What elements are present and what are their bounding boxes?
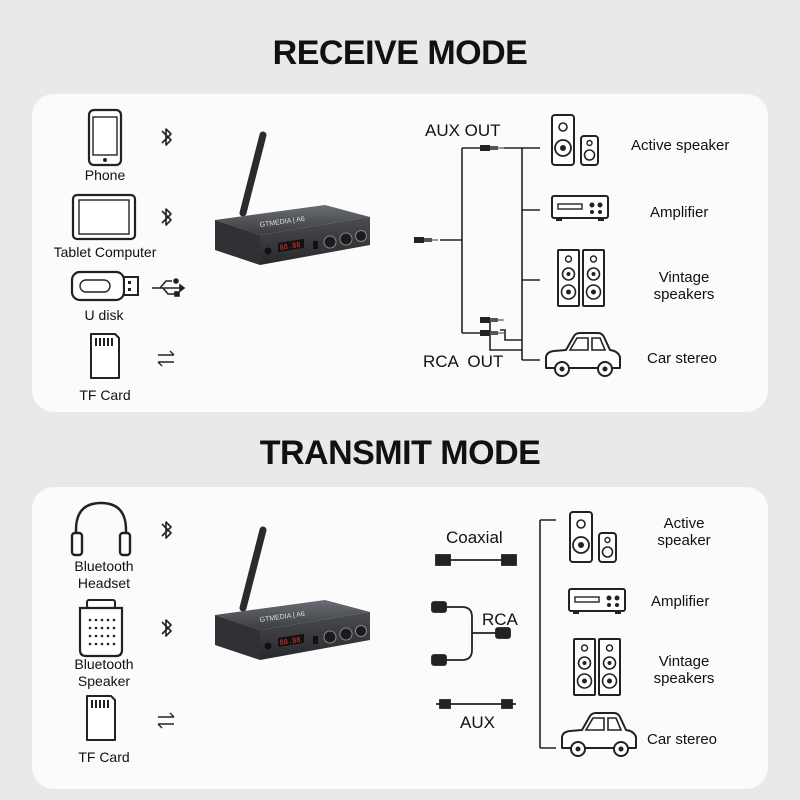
output-label-active-speaker: Active speaker xyxy=(657,515,711,549)
aux-out-label: AUX OUT xyxy=(425,121,501,140)
rca-cable xyxy=(431,601,511,666)
amplifier-icon xyxy=(551,195,609,222)
transmit-mode-panel xyxy=(32,487,768,789)
phone-icon xyxy=(87,108,123,167)
amplifier-icon xyxy=(568,588,626,615)
car-icon xyxy=(545,332,621,377)
source-label-phone: Phone xyxy=(84,167,126,183)
receive-mode-title: RECEIVE MODE xyxy=(272,34,528,72)
plug-icon xyxy=(480,145,504,151)
transmit-mode-title: TRANSMIT MODE xyxy=(259,434,541,472)
source-label-tablet: Tablet Computer xyxy=(53,244,157,260)
vintage-speakers-icon xyxy=(558,250,604,306)
tf-card-icon xyxy=(86,695,116,741)
plug-icon xyxy=(480,317,504,323)
active-speaker-icon xyxy=(551,114,599,166)
output-label-vintage-speakers: Vintage speakers xyxy=(653,269,715,303)
plug-icon xyxy=(480,330,504,336)
vintage-speakers-icon xyxy=(574,639,620,695)
bluetooth-icon xyxy=(161,521,172,539)
output-label-amplifier: Amplifier xyxy=(650,204,709,221)
rca-label: RCA xyxy=(482,610,518,629)
output-label-car-stereo: Car stereo xyxy=(647,731,718,748)
tablet-icon xyxy=(71,193,137,241)
coaxial-cable xyxy=(435,554,517,566)
bluetooth-icon xyxy=(161,128,172,146)
source-label-tfcard: TF Card xyxy=(79,387,131,403)
receive-mode-panel xyxy=(32,94,768,412)
tf-card-icon xyxy=(90,333,120,379)
output-label-car-stereo: Car stereo xyxy=(647,350,718,367)
output-label-active-speaker: Active speaker xyxy=(631,137,730,154)
source-label-udisk: U disk xyxy=(84,307,124,323)
source-label-tfcard: TF Card xyxy=(78,749,130,765)
usb-icon xyxy=(152,278,186,297)
usb-disk-icon xyxy=(70,270,139,302)
aux-cable xyxy=(436,699,516,709)
arrows-icon xyxy=(157,350,175,367)
output-label-amplifier: Amplifier xyxy=(651,593,710,610)
output-bus-line xyxy=(521,147,540,361)
aux-label: AUX xyxy=(460,713,495,732)
bluetooth-icon xyxy=(161,208,172,226)
active-speaker-icon xyxy=(569,511,617,563)
output-bus-line xyxy=(539,519,556,749)
plug-icon xyxy=(414,237,438,243)
coaxial-label: Coaxial xyxy=(446,528,503,547)
headphones-icon xyxy=(70,501,132,557)
source-label-bluetooth-headset: Bluetooth Headset xyxy=(74,558,134,591)
rca-out-label: RCA OUT xyxy=(423,352,504,371)
bluetooth-icon xyxy=(161,619,172,637)
device-image xyxy=(215,530,370,660)
output-label-vintage-speakers: Vintage speakers xyxy=(653,653,715,687)
device-image xyxy=(215,135,370,265)
source-label-bluetooth-speaker: Bluetooth Speaker xyxy=(74,656,134,689)
bluetooth-speaker-icon xyxy=(78,599,124,658)
arrows-icon xyxy=(157,712,175,729)
car-icon xyxy=(561,712,637,757)
